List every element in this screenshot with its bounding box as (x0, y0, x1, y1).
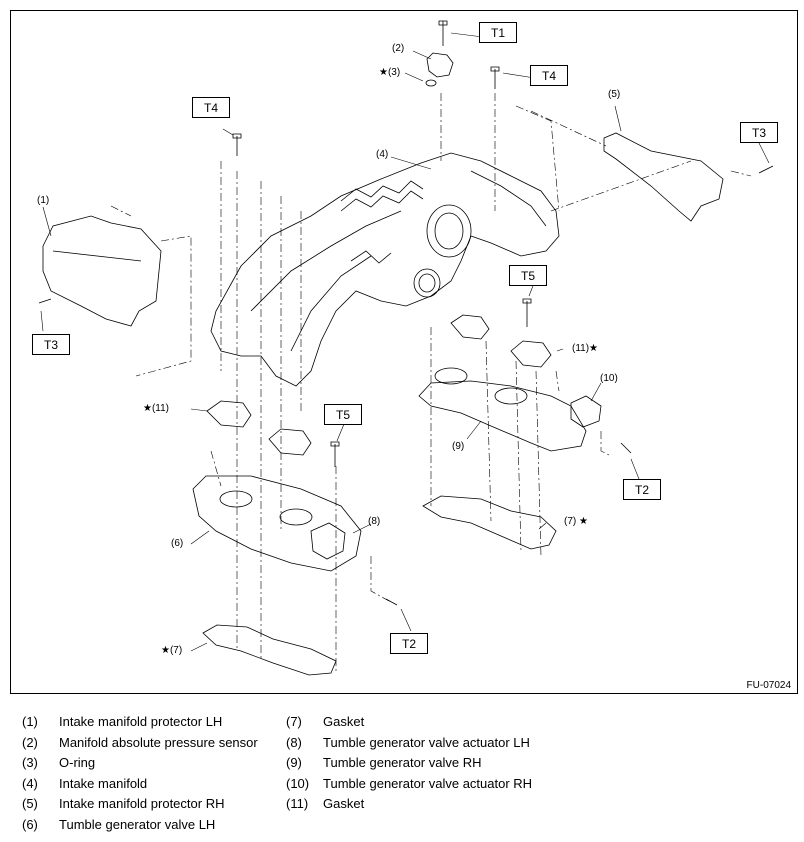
map-sensor-shape (426, 52, 454, 78)
bolt-t3-left-shape (38, 298, 52, 304)
legend-num: (3) (22, 755, 38, 771)
torque-label-t5-left: T5 (324, 404, 362, 425)
o-ring-shape (425, 79, 437, 87)
legend-num: (11) (286, 796, 309, 812)
legend-text: Intake manifold protector RH (59, 796, 225, 812)
parts-legend: (1) Intake manifold protector LH (2) Manif… (22, 712, 782, 837)
legend-item: (2) Manifold absolute pressure sensor (22, 733, 352, 754)
torque-label-t2-right: T2 (623, 479, 661, 500)
callout-6: (6) (171, 538, 184, 549)
callout-11-right: (11)★ (572, 343, 599, 354)
callout-1: (1) (37, 195, 50, 206)
callout-2: (2) (392, 43, 405, 54)
bolt-t1-shape (438, 20, 448, 46)
bolt-t4-right-shape (490, 66, 500, 89)
legend-item: (7) Gasket (286, 712, 616, 733)
intake-manifold-shape (210, 152, 560, 387)
legend-column-left: (1) Intake manifold protector LH (2) Manif… (22, 712, 352, 836)
torque-label-t5-right: T5 (509, 265, 547, 286)
legend-text: Intake manifold protector LH (59, 714, 223, 729)
bolt-t3-right-shape (758, 165, 774, 174)
tgv-rh-shape (418, 380, 587, 452)
callout-10: (10) (600, 373, 618, 384)
legend-item: (9) Tumble generator valve RH (286, 753, 616, 774)
gasket-11-right-shape (450, 314, 552, 368)
legend-text: Intake manifold (59, 775, 148, 791)
gasket-7-right-shape (422, 495, 557, 550)
torque-label-t3-right: T3 (740, 122, 778, 143)
legend-item: (10) Tumble generator valve actuator RH (286, 774, 616, 795)
legend-num: (10) (286, 775, 310, 791)
legend-num: (2) (22, 734, 38, 750)
legend-item: (6) Tumble generator valve LH (22, 815, 352, 836)
bolt-t2-left-shape (385, 598, 398, 606)
throttle-bore-shape (426, 204, 472, 258)
torque-label-t4-left: T4 (192, 97, 230, 118)
gasket-7-left-shape (202, 624, 337, 676)
legend-num: (6) (22, 816, 38, 832)
legend-text: Tumble generator valve RH (323, 755, 482, 771)
tgv-actuator-lh-shape (310, 522, 346, 560)
exploded-view-diagram: (2) ★(3) (4) (5) (1) (11)★ (10) ★(11) (9… (10, 10, 798, 694)
protector-rh-shape (603, 132, 724, 222)
callout-9: (9) (452, 441, 465, 452)
legend-num: (8) (286, 734, 302, 750)
legend-item: (3) O-ring (22, 753, 352, 774)
torque-label-t4-right: T4 (530, 65, 568, 86)
legend-item: (4) Intake manifold (22, 774, 352, 795)
legend-num: (7) (286, 714, 302, 729)
legend-text: Tumble generator valve LH (59, 816, 216, 832)
diagram-artwork (38, 20, 774, 676)
figure-code: FU-07024 (746, 680, 791, 691)
legend-item: (5) Intake manifold protector RH (22, 794, 352, 815)
callout-11-left: ★(11) (143, 403, 170, 414)
torque-label-t1: T1 (479, 22, 517, 43)
tgv-lh-shape (192, 475, 362, 572)
legend-text: Tumble generator valve actuator LH (323, 734, 530, 750)
gasket-11-left-shape (206, 400, 312, 456)
callout-8: (8) (368, 516, 381, 527)
protector-lh-shape (42, 215, 162, 327)
callout-3: ★(3) (379, 67, 401, 78)
legend-text: Tumble generator valve actuator RH (323, 775, 533, 791)
legend-num: (4) (22, 775, 38, 791)
legend-text: Gasket (323, 796, 365, 812)
legend-num: (1) (22, 714, 38, 729)
legend-num: (9) (286, 755, 302, 771)
legend-item: (11) Gasket (286, 794, 616, 815)
legend-item: (8) Tumble generator valve actuator LH (286, 733, 616, 754)
torque-label-t2-left: T2 (390, 633, 428, 654)
bolt-t5-right-shape (522, 298, 532, 327)
legend-text: Gasket (323, 714, 365, 729)
callout-4: (4) (376, 149, 389, 160)
tgv-actuator-rh-shape (570, 395, 602, 428)
callout-7-right: (7) ★ (564, 516, 588, 527)
bolt-t4-left-shape (232, 133, 242, 156)
legend-text: Manifold absolute pressure sensor (59, 734, 258, 750)
legend-column-right: (7) Gasket (8) Tumble generator valve actu… (286, 712, 616, 815)
legend-text: O-ring (59, 755, 96, 771)
bolt-t2-right-shape (620, 442, 632, 454)
callout-5: (5) (608, 89, 621, 100)
bolt-t5-left-shape (330, 441, 340, 467)
torque-label-t3-left: T3 (32, 334, 70, 355)
legend-num: (5) (22, 796, 38, 812)
legend-item: (1) Intake manifold protector LH (22, 712, 352, 733)
callout-7-left: ★(7) (161, 645, 183, 656)
